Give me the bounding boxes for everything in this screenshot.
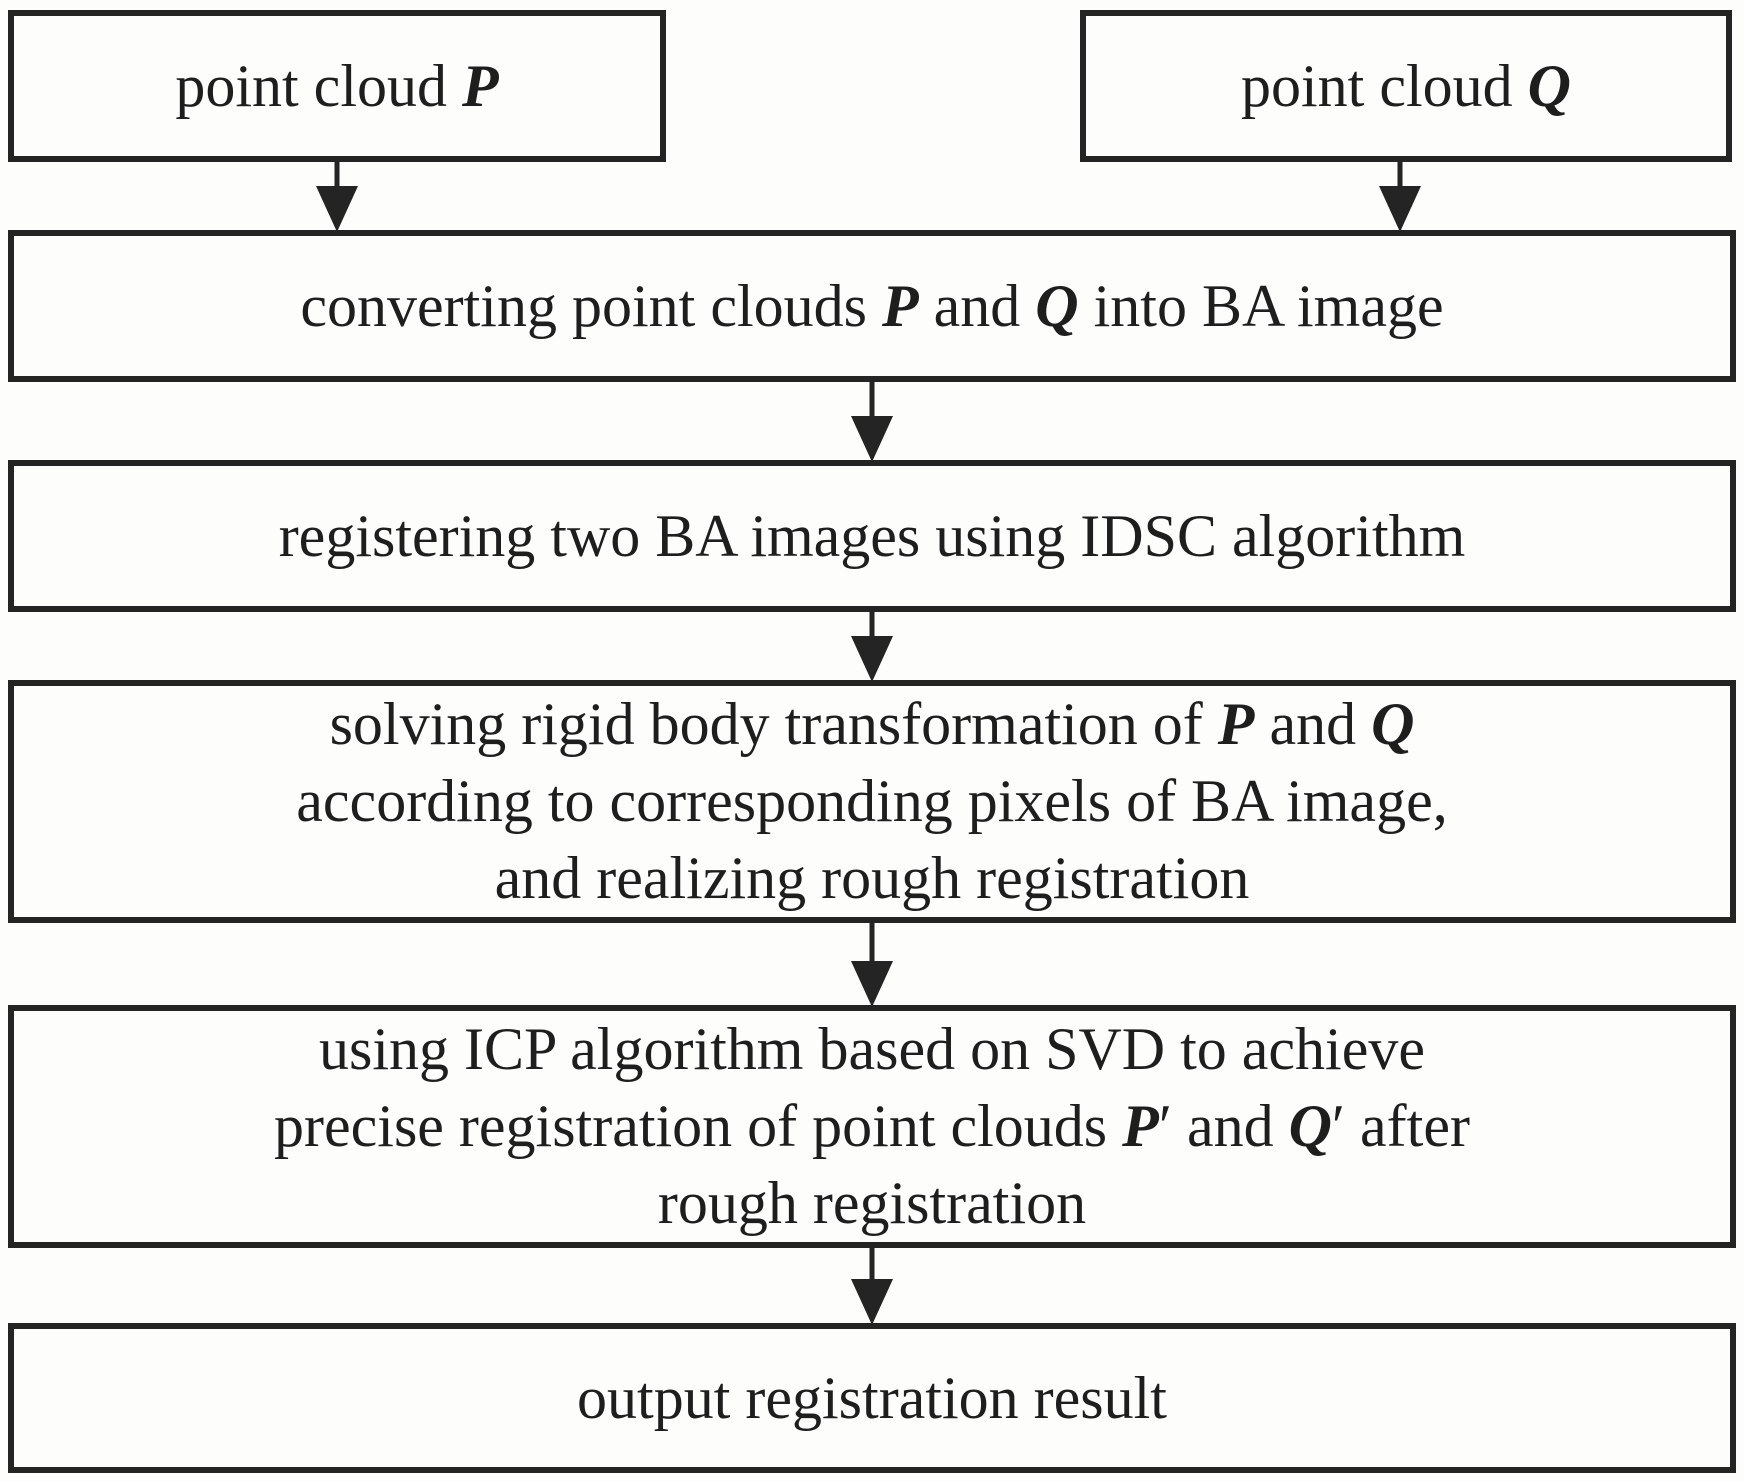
arrow-head-icon — [851, 961, 893, 1007]
arrow-shaft — [1397, 162, 1403, 192]
box-text-line: output registration result — [577, 1360, 1167, 1437]
text-segment: according to corresponding pixels of BA … — [296, 768, 1448, 834]
flow-arrow-q-to-convert — [1378, 162, 1422, 232]
text-segment: using ICP algorithm based on SVD to achi… — [319, 1016, 1425, 1082]
box-point-cloud-q: point cloud Q — [1080, 10, 1732, 162]
text-segment: and realizing rough registration — [494, 845, 1250, 911]
box-text-line: registering two BA images using IDSC alg… — [279, 498, 1466, 575]
math-symbol: P — [461, 52, 499, 119]
text-segment: precise registration of point clouds — [274, 1093, 1123, 1159]
box-convert-to-ba-image: converting point clouds P and Q into BA … — [8, 230, 1736, 382]
arrow-shaft — [869, 612, 875, 642]
box-output-result: output registration result — [8, 1323, 1736, 1473]
flow-arrow-solve-to-icp — [850, 923, 894, 1007]
math-symbol: Q — [1527, 52, 1571, 119]
arrow-head-icon — [1379, 186, 1421, 232]
arrow-shaft — [334, 162, 340, 192]
text-segment: registering two BA images using IDSC alg… — [278, 502, 1466, 569]
flow-arrow-register-to-solve — [850, 612, 894, 682]
math-symbol: Q — [1288, 1093, 1332, 1159]
box-text-line: and realizing rough registration — [495, 840, 1250, 917]
arrow-shaft — [869, 923, 875, 967]
box-text-line: precise registration of point clouds P′ … — [274, 1088, 1470, 1165]
box-icp-svd-precise-registration: using ICP algorithm based on SVD to achi… — [8, 1005, 1736, 1248]
math-symbol: P — [881, 272, 919, 339]
box-solve-rigid-transformation: solving rigid body transformation of P a… — [8, 680, 1736, 923]
arrow-shaft — [869, 382, 875, 422]
box-text-line: according to corresponding pixels of BA … — [296, 763, 1447, 840]
box-text-line: solving rigid body transformation of P a… — [330, 686, 1415, 763]
arrow-head-icon — [851, 636, 893, 682]
text-segment: solving rigid body transformation of — [329, 691, 1218, 757]
text-segment: into BA image — [1078, 272, 1444, 339]
flow-arrow-convert-to-register — [850, 382, 894, 462]
box-text-line: point cloud Q — [1241, 48, 1571, 125]
box-text-line: using ICP algorithm based on SVD to achi… — [319, 1011, 1425, 1088]
text-segment: ′ after — [1331, 1093, 1470, 1159]
arrow-head-icon — [851, 416, 893, 462]
text-segment: rough registration — [657, 1170, 1087, 1236]
box-text-line: converting point clouds P and Q into BA … — [300, 268, 1443, 345]
math-symbol: Q — [1035, 272, 1079, 339]
flow-arrow-p-to-convert — [315, 162, 359, 232]
arrow-head-icon — [851, 1279, 893, 1325]
text-segment: ′ and — [1158, 1093, 1289, 1159]
box-register-idsc: registering two BA images using IDSC alg… — [8, 460, 1736, 612]
text-segment: and — [1254, 691, 1372, 757]
box-text-line: rough registration — [658, 1165, 1086, 1242]
text-segment: point cloud — [175, 52, 462, 119]
arrow-shaft — [869, 1248, 875, 1285]
math-symbol: Q — [1371, 691, 1415, 757]
text-segment: output registration result — [577, 1364, 1167, 1431]
box-point-cloud-p: point cloud P — [8, 10, 666, 162]
math-symbol: P — [1217, 691, 1255, 757]
text-segment: converting point clouds — [300, 272, 882, 339]
math-symbol: P — [1122, 1093, 1159, 1159]
text-segment: point cloud — [1241, 52, 1528, 119]
box-text-line: point cloud P — [175, 48, 498, 125]
text-segment: and — [918, 272, 1036, 339]
arrow-head-icon — [316, 186, 358, 232]
flow-arrow-icp-to-output — [850, 1248, 894, 1325]
